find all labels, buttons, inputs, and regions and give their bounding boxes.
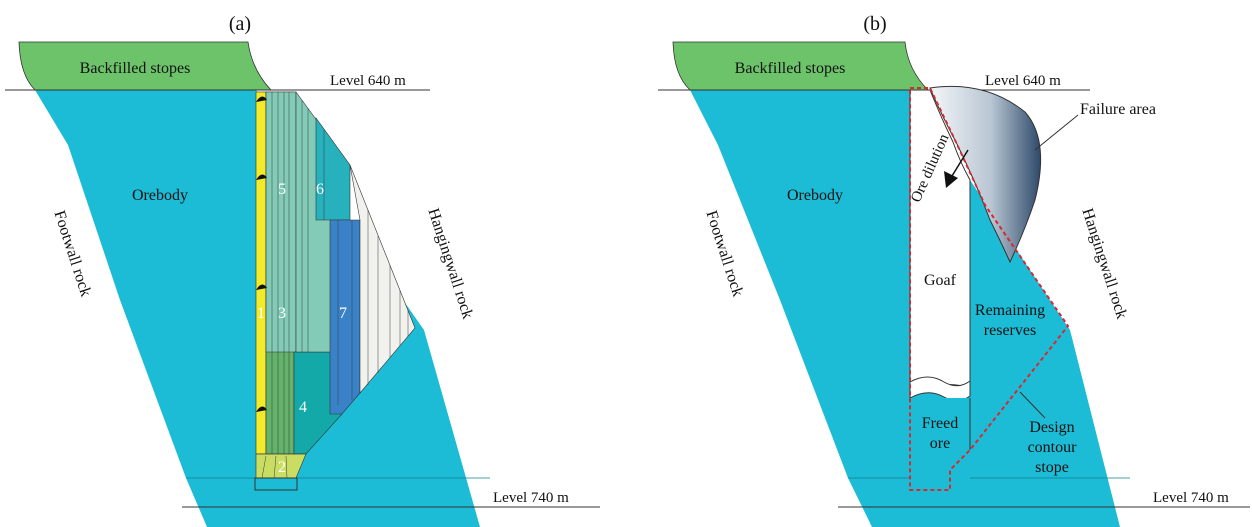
stope-base-a [254,477,298,491]
failure-label: Failure area [1080,101,1156,118]
stope-slice-lines-a [256,92,409,479]
goaf-break [909,376,971,402]
stope-1 [255,91,267,455]
orebody-b [690,90,1120,527]
stope-label-5: 5 [278,181,286,198]
stope-label-4: 4 [299,399,307,416]
backfilled-label-b: Backfilled stopes [735,60,846,77]
stope-7 [329,219,361,415]
hangingwall-slice-a [349,164,416,394]
dilution-arrow-shaft [951,149,969,177]
stope-label-6: 6 [316,181,324,198]
stope-label-2: 2 [278,459,286,476]
footwall-label-a: Footwall rock [50,209,94,299]
design-leader [1019,391,1046,419]
remaining-label-2: reserves [984,322,1036,339]
design-label-3: stope [1035,459,1069,476]
drift-markers-a [256,96,267,412]
failure-leader [1034,114,1079,151]
panel-a-label: (a) [229,13,251,35]
stope-label-7: 7 [339,305,347,322]
backfilled-label-a: Backfilled stopes [80,60,191,77]
level-740-label-b: Level 740 m [1153,490,1229,506]
orebody-label-b: Orebody [787,187,843,204]
freed-ore-region [910,398,970,488]
hangingwall-label-a: Hangingwall rock [424,206,476,321]
level-640-label-b: Level 640 m [985,73,1061,89]
remaining-label-1: Remaining [975,302,1045,319]
stope-6-top [315,117,351,221]
design-label-2: contour [1028,439,1078,456]
level-740-label-a: Level 740 m [493,490,569,506]
footwall-label-b: Footwall rock [702,209,746,299]
orebody-label-a: Orebody [132,187,188,204]
goaf-label: Goaf [924,272,957,289]
level-640-label-a: Level 640 m [330,73,406,89]
freed-label-2: ore [930,435,950,452]
dilution-arrow-head [944,171,958,188]
stope-label-3: 3 [278,305,286,322]
panel-b-label: (b) [863,13,886,35]
panel-b: (b) Backfilled stopes Level 640 m Level … [658,13,1250,527]
hangingwall-label-b: Hangingwall rock [1078,206,1130,321]
stope-label-1: 1 [257,305,265,322]
panel-a: (a) Backfilled stopes Level 640 m Level … [5,13,600,527]
freed-label-1: Freed [922,415,958,432]
design-label-1: Design [1029,419,1074,436]
